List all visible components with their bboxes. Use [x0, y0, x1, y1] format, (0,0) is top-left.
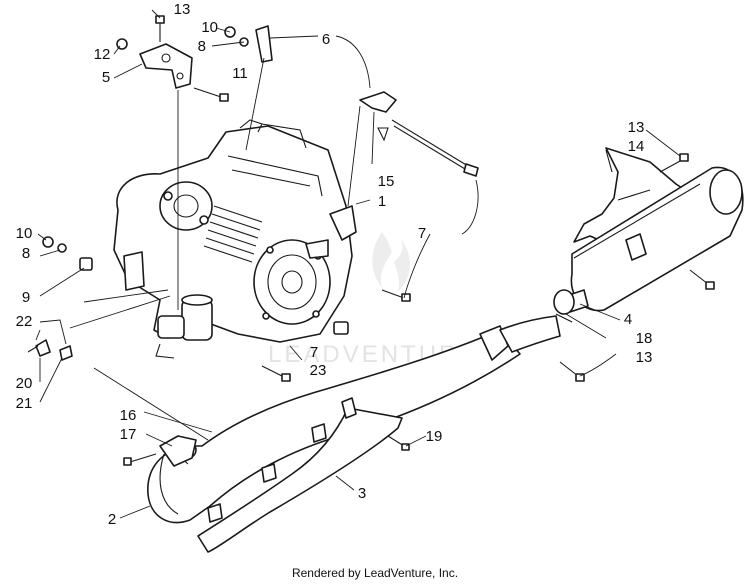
mount-bracket [116, 38, 193, 89]
callout-18: 18 [636, 330, 653, 347]
bracket [359, 91, 479, 177]
callout-10: 10 [201, 19, 218, 36]
callout-7: 7 [418, 225, 426, 242]
callout-2: 2 [108, 511, 116, 528]
callout-23: 23 [310, 362, 327, 379]
callout-1: 1 [378, 193, 386, 210]
callout-11: 11 [232, 65, 248, 82]
leader-lines [35, 9, 681, 519]
callout-12: 12 [94, 46, 111, 63]
callout-13: 13 [174, 1, 191, 18]
callout-5: 5 [102, 69, 110, 86]
callout-13: 13 [636, 349, 653, 366]
callout-labels: 13 10 8 6 12 5 11 15 1 7 13 14 10 8 9 22… [16, 1, 653, 528]
fasteners [27, 15, 715, 466]
engine [113, 119, 357, 359]
callout-15: 15 [378, 173, 395, 190]
callout-8: 8 [198, 38, 206, 55]
callout-20: 20 [16, 375, 33, 392]
callout-14: 14 [628, 138, 645, 155]
callout-22: 22 [16, 313, 33, 330]
callout-19: 19 [426, 428, 443, 445]
brace [197, 397, 403, 553]
muffler [553, 166, 744, 315]
callout-3: 3 [358, 485, 366, 502]
callout-4: 4 [624, 311, 632, 328]
strap [224, 25, 273, 63]
callout-6: 6 [322, 31, 330, 48]
clamp [159, 435, 197, 467]
footer-credit: Rendered by LeadVenture, Inc. [291, 566, 459, 580]
watermark-flame-icon [372, 232, 410, 292]
callout-9: 9 [22, 289, 30, 306]
callout-16: 16 [120, 407, 137, 424]
callout-8: 8 [22, 245, 30, 262]
callout-13: 13 [628, 119, 645, 136]
callout-10: 10 [16, 225, 33, 242]
callout-17: 17 [120, 426, 137, 443]
callout-7: 7 [310, 344, 318, 361]
callout-21: 21 [16, 395, 33, 412]
